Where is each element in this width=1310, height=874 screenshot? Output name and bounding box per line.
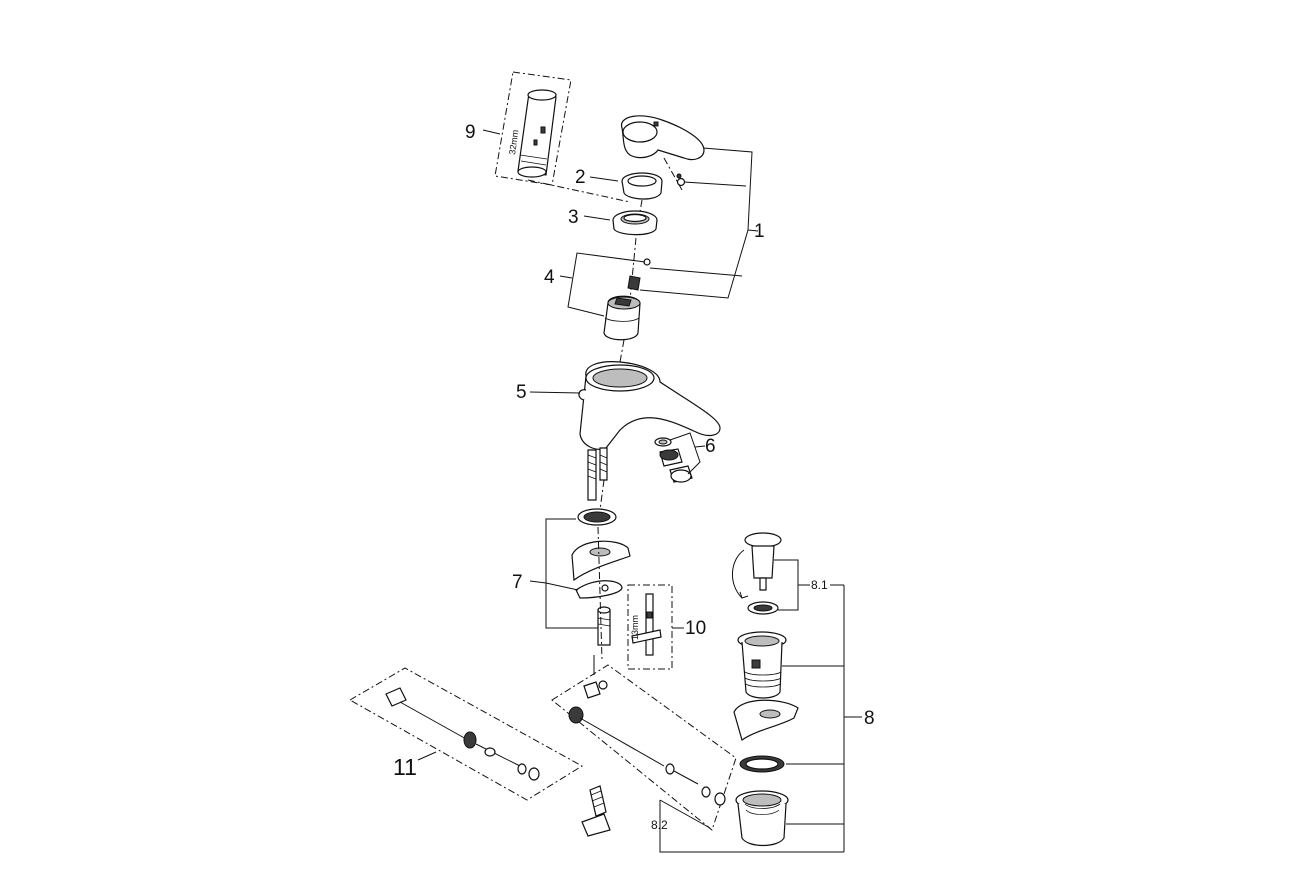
part-8-2-drain-linkage: 8.2 — [551, 655, 844, 853]
callout-8: 8 — [864, 708, 875, 729]
flexible-hoses — [587, 447, 608, 511]
callout-5: 5 — [516, 382, 527, 403]
callout-8-2: 8.2 — [651, 818, 668, 832]
part-7-fixing-set: 7 — [512, 508, 631, 661]
part-9-tool-32mm: 32mm 9 — [465, 71, 572, 186]
callout-2: 2 — [575, 167, 586, 188]
part-1-lever-handle: 1 — [621, 115, 765, 299]
part-11-pop-up-rod-set: 11 — [348, 667, 583, 801]
callout-10: 10 — [685, 618, 706, 639]
dimension-13mm: 13mm — [630, 615, 640, 640]
part-2-cover-cap: 2 — [575, 167, 663, 200]
callout-1: 1 — [754, 221, 765, 242]
part-10-wrench-13mm: 13mm 10 — [627, 584, 706, 670]
part-6-aerator: 6 — [654, 432, 716, 483]
part-5-mixer-body: 5 — [516, 361, 721, 450]
callout-9: 9 — [465, 122, 476, 143]
callout-8-1: 8.1 — [811, 578, 828, 592]
dimension-32mm: 32mm — [507, 129, 520, 155]
callout-3: 3 — [568, 207, 579, 228]
part-4-cartridge: 4 — [544, 237, 651, 341]
callout-11: 11 — [393, 754, 417, 780]
callout-7: 7 — [512, 572, 523, 593]
part-3-nut: 3 — [568, 207, 658, 236]
part-8-waste-set: 8.1 8 — [732, 532, 875, 852]
callout-4: 4 — [544, 267, 555, 288]
callout-6: 6 — [705, 436, 716, 457]
